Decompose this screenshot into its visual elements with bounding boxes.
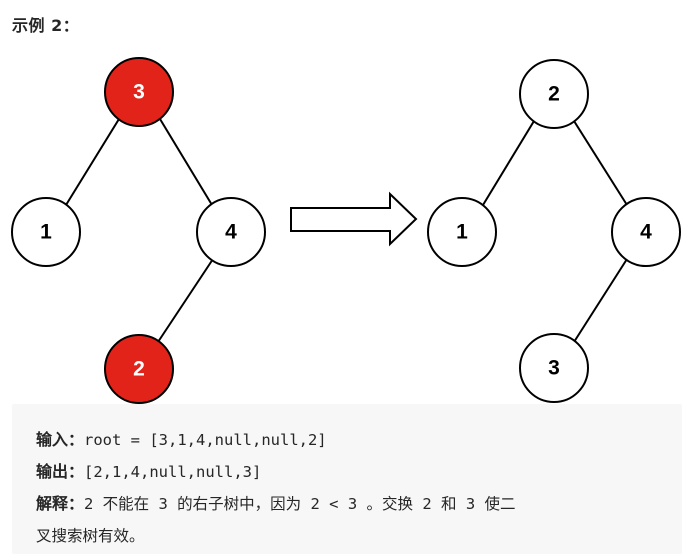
- explanation-text-line2: 叉搜索树有效。: [36, 527, 145, 545]
- after-node-left-label: 1: [456, 221, 468, 244]
- before-node-right-left-label: 2: [133, 358, 145, 381]
- before-node-root-circle: [104, 57, 174, 127]
- before-node-root: 3: [104, 57, 174, 127]
- example-heading: 示例 2：: [12, 16, 80, 35]
- before-node-left-circle: [11, 197, 81, 267]
- after-node-root: 2: [519, 59, 589, 129]
- explanation-text-line1: 2 不能在 3 的右子树中，因为 2 < 3 。交换 2 和 3 使二: [84, 495, 516, 513]
- after-node-left: 1: [427, 197, 497, 267]
- after-edge-right-left: [573, 258, 628, 343]
- after-node-right-circle: [611, 197, 681, 267]
- before-edge-root-right: [159, 118, 213, 206]
- tree-diagram: 3 1 4 2 2 1 4: [11, 57, 681, 404]
- explanation-continuation-line: 叉搜索树有效。: [36, 520, 682, 552]
- before-node-right-left-circle: [104, 334, 174, 404]
- before-node-left: 1: [11, 197, 81, 267]
- input-label: 输入：: [36, 430, 85, 449]
- input-line: 输入：root = [3,1,4,null,null,2]: [36, 424, 682, 456]
- after-node-right-label: 4: [640, 221, 652, 244]
- before-node-right: 4: [196, 197, 266, 267]
- before-node-left-label: 1: [40, 221, 52, 244]
- after-node-right-left: 3: [519, 333, 589, 403]
- after-node-root-circle: [519, 59, 589, 129]
- before-edge-right-left: [157, 258, 214, 343]
- input-value: root = [3,1,4,null,null,2]: [84, 431, 327, 449]
- before-node-right-label: 4: [225, 221, 237, 244]
- after-node-right-left-circle: [519, 333, 589, 403]
- output-line: 输出：[2,1,4,null,null,3]: [36, 456, 682, 488]
- output-value: [2,1,4,null,null,3]: [84, 463, 262, 481]
- after-node-right: 4: [611, 197, 681, 267]
- after-node-root-label: 2: [548, 83, 560, 106]
- before-node-right-circle: [196, 197, 266, 267]
- explanation-line: 解释：2 不能在 3 的右子树中，因为 2 < 3 。交换 2 和 3 使二: [36, 488, 682, 520]
- after-edge-root-left: [482, 120, 535, 206]
- explanation-label: 解释：: [36, 494, 85, 513]
- before-node-root-label: 3: [133, 81, 145, 104]
- after-node-right-left-label: 3: [548, 357, 560, 380]
- right-arrow-icon: [290, 191, 418, 247]
- output-label: 输出：: [36, 462, 85, 481]
- after-edge-root-right: [573, 120, 628, 206]
- before-edge-root-left: [65, 118, 120, 206]
- example-code-block: 输入：root = [3,1,4,null,null,2] 输出：[2,1,4,…: [12, 404, 682, 554]
- before-node-right-left: 2: [104, 334, 174, 404]
- after-node-left-circle: [427, 197, 497, 267]
